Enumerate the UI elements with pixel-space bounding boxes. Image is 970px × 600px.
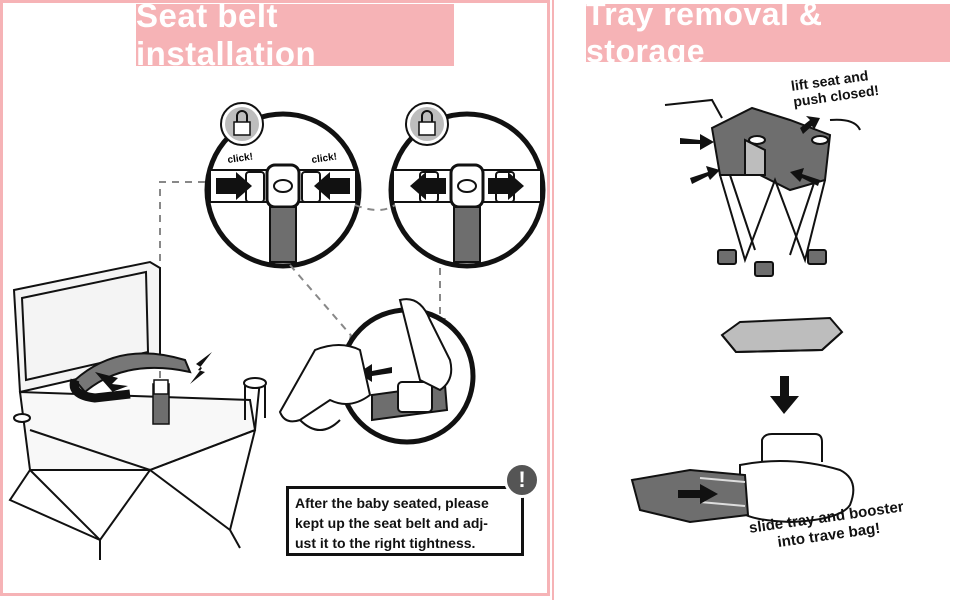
- dashed-guides: [159, 181, 441, 380]
- seat-belt-title: Seat belt installation: [136, 0, 454, 72]
- tray-drawing: [720, 316, 844, 354]
- booster-seat-drawing: [8, 260, 267, 560]
- tray-storage-title: Tray removal & storage: [586, 0, 950, 69]
- note-line-1: After the baby seated, please: [295, 495, 489, 511]
- note-line-3: ust it to the right tightness.: [295, 535, 476, 551]
- lock-icon: [220, 102, 264, 146]
- seat-belt-note: After the baby seated, please kept up th…: [286, 486, 524, 556]
- push-arrow: [680, 134, 714, 150]
- down-arrow: [770, 376, 799, 414]
- alert-icon: !: [504, 462, 540, 498]
- panel-divider: [552, 0, 554, 600]
- unlock-icon: [405, 102, 449, 146]
- folding-chair-drawing: [664, 98, 861, 277]
- hands-buckle-closeup: [278, 298, 476, 445]
- click-left-label: click!: [227, 152, 254, 166]
- buckle-closeup-unlocked: [388, 111, 546, 269]
- storage-bag-drawing: [630, 433, 855, 524]
- buckle-closeup-locked: [204, 111, 362, 269]
- click-right-label: click!: [311, 152, 338, 166]
- note-line-2: kept up the seat belt and adj-: [295, 515, 488, 531]
